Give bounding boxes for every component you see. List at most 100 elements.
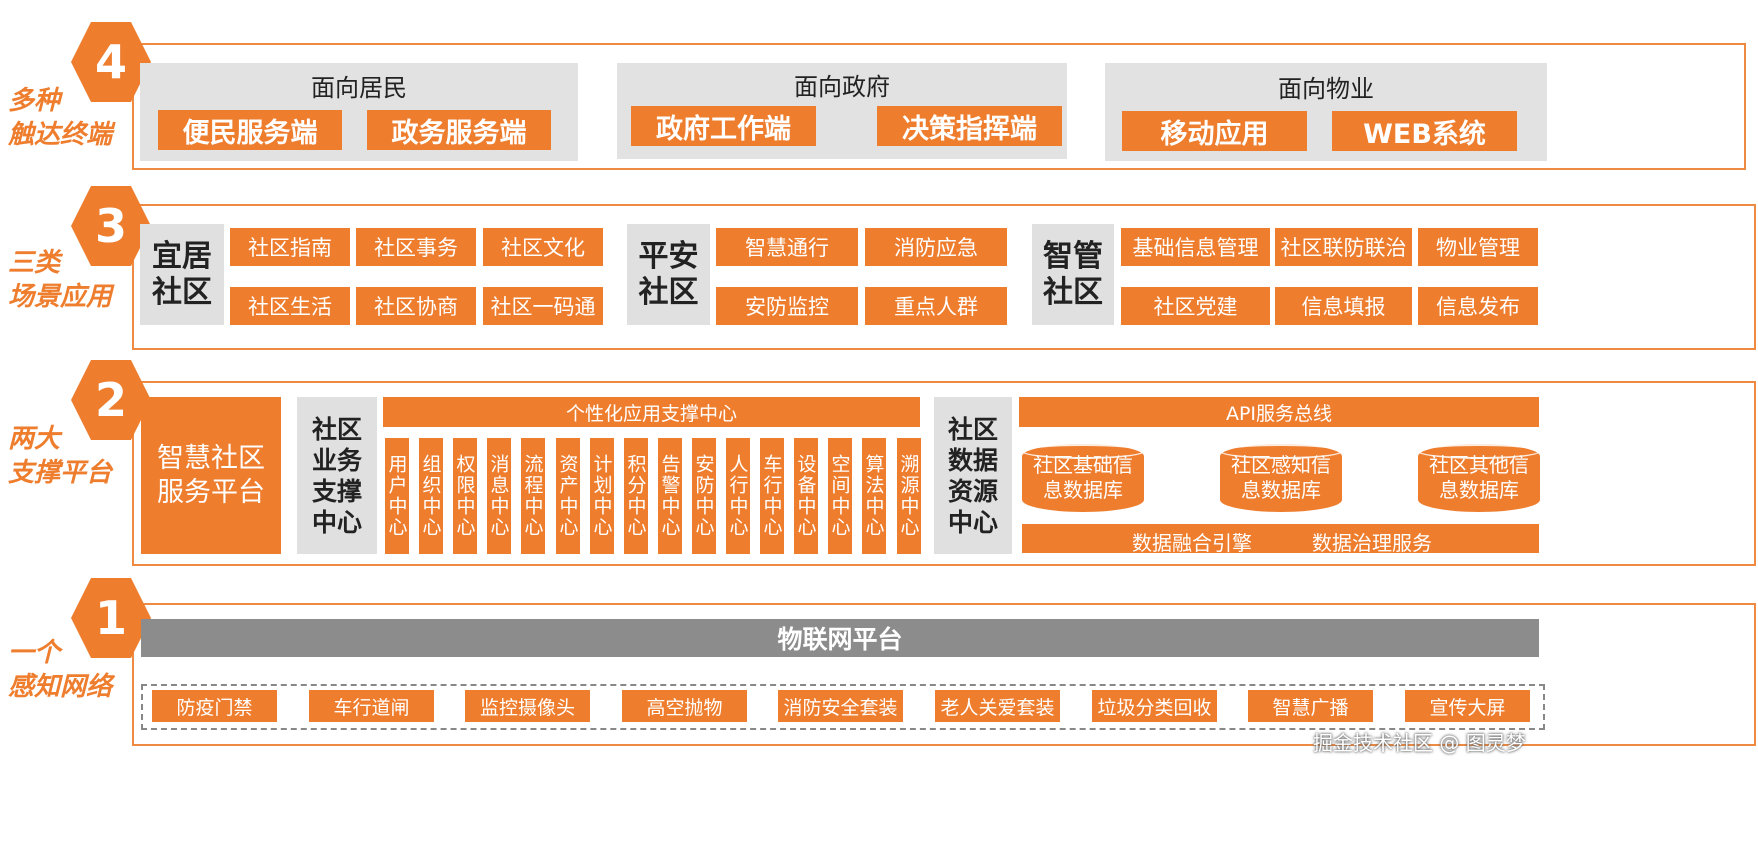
scene-item[interactable]: 重点人群 <box>865 287 1007 325</box>
support-center-cell[interactable]: 设备中心 <box>794 438 818 554</box>
scene-category-livable-line2: 社区 <box>152 274 212 310</box>
support-center-cell[interactable]: 车行中心 <box>760 438 784 554</box>
scene-item[interactable]: 社区一码通 <box>483 287 603 325</box>
data-resource-line2: 数据 <box>947 445 998 475</box>
data-services-bar: 数据融合引擎 数据治理服务 <box>1022 524 1539 555</box>
support-center-cell[interactable]: 空间中心 <box>828 438 852 554</box>
scene-item[interactable]: 物业管理 <box>1418 228 1538 266</box>
layer1-label: 一个 感知网络 <box>8 636 112 704</box>
terminal-button-web-system[interactable]: WEB系统 <box>1332 111 1517 151</box>
layer1-frame <box>132 603 1756 746</box>
terminal-button-gov-affairs-service[interactable]: 政务服务端 <box>367 110 551 150</box>
business-support-line2: 业务 <box>311 445 362 475</box>
scene-item[interactable]: 安防监控 <box>716 287 858 325</box>
support-center-cell[interactable]: 组织中心 <box>419 438 443 554</box>
database-sensing-line1: 社区感知信 <box>1231 453 1331 477</box>
iot-device[interactable]: 高空抛物 <box>622 690 747 722</box>
scene-category-smart-managed-line1: 智管 <box>1043 238 1103 274</box>
support-center-cell[interactable]: 消息中心 <box>487 438 511 554</box>
support-center-cell[interactable]: 用户中心 <box>385 438 409 554</box>
database-sensing-info: 社区感知信息数据库 <box>1220 444 1342 512</box>
layer1-label-line1: 一个 <box>8 638 61 668</box>
layer3-frame <box>132 204 1756 350</box>
layer3-label: 三类 场景应用 <box>8 246 112 314</box>
layer2-label: 两大 支撑平台 <box>8 422 112 490</box>
personalized-support-header: 个性化应用支撑中心 <box>383 397 920 427</box>
iot-device[interactable]: 消防安全套装 <box>778 690 903 722</box>
terminal-button-mobile-app[interactable]: 移动应用 <box>1122 111 1307 151</box>
iot-platform-bar: 物联网平台 <box>141 619 1539 657</box>
scene-item[interactable]: 社区事务 <box>356 228 476 266</box>
support-center-cell[interactable]: 安防中心 <box>692 438 716 554</box>
data-resource-line4: 中心 <box>947 507 998 537</box>
data-fusion-engine: 数据融合引擎 <box>1132 531 1252 555</box>
iot-device[interactable]: 垃圾分类回收 <box>1092 690 1217 722</box>
terminal-government-title: 面向政府 <box>794 72 890 101</box>
scene-category-smart-managed: 智管 社区 <box>1032 224 1114 325</box>
iot-device[interactable]: 老人关爱套装 <box>935 690 1060 722</box>
database-sensing-line2: 息数据库 <box>1241 478 1321 502</box>
scene-item[interactable]: 社区生活 <box>230 287 350 325</box>
data-resource-center: 社区 数据 资源 中心 <box>934 397 1012 554</box>
layer2-frame <box>132 381 1756 566</box>
support-center-cell[interactable]: 溯源中心 <box>897 438 921 554</box>
layer3-label-line1: 三类 <box>8 248 61 278</box>
scene-item[interactable]: 消防应急 <box>865 228 1007 266</box>
iot-device[interactable]: 监控摄像头 <box>465 690 590 722</box>
scene-category-safe: 平安 社区 <box>627 224 710 325</box>
support-center-cell[interactable]: 资产中心 <box>556 438 580 554</box>
platform-main-line2: 服务平台 <box>157 476 265 508</box>
iot-device[interactable]: 车行道闸 <box>309 690 434 722</box>
database-basic-line1: 社区基础信 <box>1033 453 1133 477</box>
layer4-label-line2: 触达终端 <box>8 120 113 150</box>
scene-item[interactable]: 信息发布 <box>1418 287 1538 325</box>
platform-main-line1: 智慧社区 <box>157 442 265 474</box>
terminal-property-title: 面向物业 <box>1278 74 1374 103</box>
layer2-label-line2: 支撑平台 <box>8 458 113 488</box>
scene-category-safe-line2: 社区 <box>638 274 699 310</box>
data-resource-line3: 资源 <box>947 476 998 506</box>
iot-device[interactable]: 防疫门禁 <box>152 690 277 722</box>
scene-item[interactable]: 社区指南 <box>230 228 350 266</box>
support-center-cell[interactable]: 告警中心 <box>658 438 682 554</box>
scene-item[interactable]: 智慧通行 <box>716 228 858 266</box>
scene-item[interactable]: 社区协商 <box>356 287 476 325</box>
scene-item[interactable]: 社区联防联治 <box>1275 228 1412 266</box>
layer4-label: 多种 触达终端 <box>8 84 112 152</box>
support-center-cell[interactable]: 人行中心 <box>726 438 750 554</box>
scene-item[interactable]: 社区文化 <box>483 228 603 266</box>
layer3-label-line2: 场景应用 <box>8 282 113 312</box>
iot-device[interactable]: 宣传大屏 <box>1405 690 1530 722</box>
scene-item[interactable]: 信息填报 <box>1275 287 1412 325</box>
terminal-residents-title: 面向居民 <box>311 73 407 102</box>
watermark: 掘金技术社区 @ 图灵梦 <box>1313 731 1526 755</box>
terminal-button-gov-work[interactable]: 政府工作端 <box>631 106 816 146</box>
layer3-number-badge: 3 <box>71 186 151 266</box>
device-group-dashed <box>141 684 1545 730</box>
terminal-button-decision-command[interactable]: 决策指挥端 <box>877 106 1062 146</box>
support-center-cell[interactable]: 计划中心 <box>590 438 614 554</box>
business-support-center: 社区 业务 支撑 中心 <box>297 397 377 554</box>
scene-category-smart-managed-line2: 社区 <box>1043 274 1103 310</box>
database-other-line1: 社区其他信 <box>1429 453 1529 477</box>
terminal-button-citizen-service[interactable]: 便民服务端 <box>158 110 342 150</box>
api-service-bus: API服务总线 <box>1019 397 1539 427</box>
platform-main-block: 智慧社区 服务平台 <box>141 397 281 554</box>
database-basic-info: 社区基础信息数据库 <box>1022 444 1144 512</box>
scene-category-safe-line1: 平安 <box>638 238 699 274</box>
support-center-cell[interactable]: 算法中心 <box>862 438 886 554</box>
support-center-cell[interactable]: 权限中心 <box>453 438 477 554</box>
layer2-number-badge: 2 <box>71 360 151 440</box>
business-support-line1: 社区 <box>311 414 362 444</box>
scene-item[interactable]: 社区党建 <box>1121 287 1270 325</box>
support-center-cell[interactable]: 流程中心 <box>521 438 545 554</box>
support-center-cell[interactable]: 积分中心 <box>624 438 648 554</box>
scene-item[interactable]: 基础信息管理 <box>1121 228 1270 266</box>
layer1-label-line2: 感知网络 <box>8 672 113 702</box>
iot-device[interactable]: 智慧广播 <box>1248 690 1373 722</box>
scene-category-livable: 宜居 社区 <box>140 224 224 325</box>
scene-category-livable-line1: 宜居 <box>152 238 212 274</box>
database-basic-line2: 息数据库 <box>1043 478 1123 502</box>
database-other-info: 社区其他信息数据库 <box>1418 444 1540 512</box>
data-governance-service: 数据治理服务 <box>1312 531 1432 555</box>
